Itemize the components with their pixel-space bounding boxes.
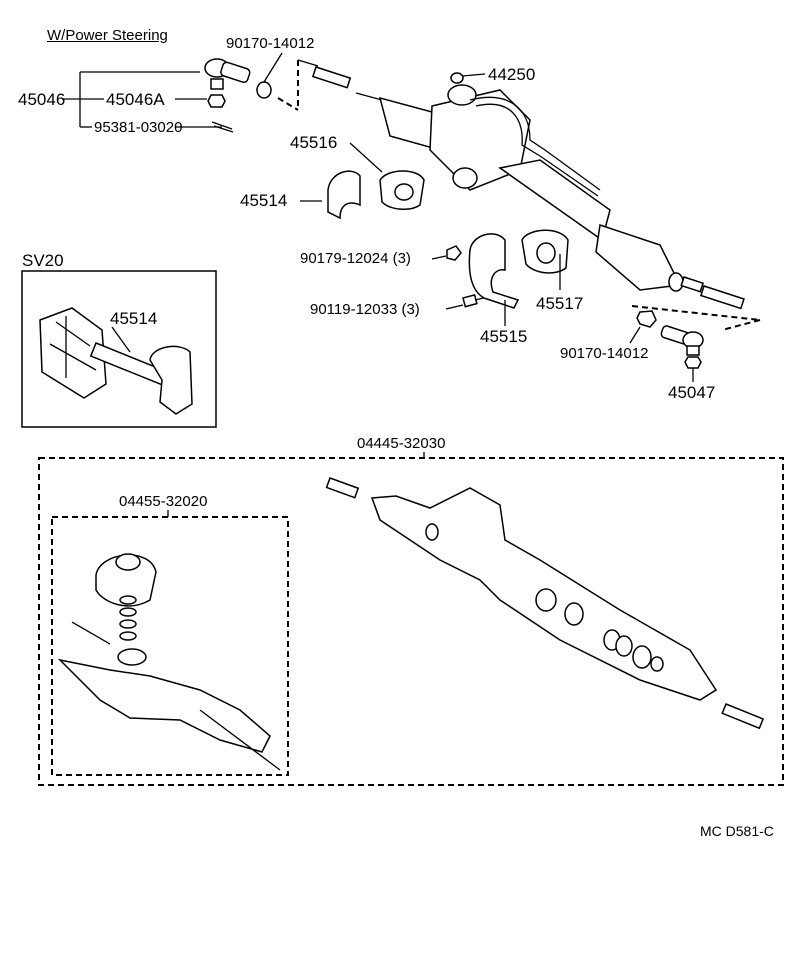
part-label-45517: 45517 bbox=[536, 294, 584, 313]
part-label-45046a: 45046A bbox=[106, 90, 165, 109]
part-label-45046: 45046 bbox=[18, 90, 66, 109]
power-steering-title: W/Power Steering bbox=[47, 27, 168, 44]
tie-rod-end-right bbox=[660, 325, 704, 382]
steering-rack-assembly bbox=[355, 72, 745, 310]
sv20-inset-frame bbox=[21, 270, 217, 428]
kit-label-04445: 04445-32030 bbox=[357, 435, 446, 452]
bracket-45514 bbox=[300, 170, 361, 220]
tie-rod-bracket bbox=[62, 71, 222, 128]
inset-title-sv20: SV20 bbox=[22, 251, 64, 270]
sv20-bracket-drawing bbox=[39, 307, 193, 415]
rack-end-right bbox=[629, 305, 761, 344]
part-label-45516: 45516 bbox=[290, 133, 338, 152]
rack-end-left bbox=[277, 59, 352, 111]
part-label-45047: 45047 bbox=[668, 383, 716, 402]
kit-main-rack-outline bbox=[325, 477, 765, 730]
part-label-45514: 45514 bbox=[240, 191, 288, 210]
part-label-90119: 90119-12033 (3) bbox=[310, 301, 420, 318]
tie-rod-end-left bbox=[204, 58, 251, 90]
bracket-45515 bbox=[468, 233, 520, 326]
kit-main-frame bbox=[38, 457, 784, 786]
part-label-95381: 95381-03020 bbox=[94, 119, 183, 136]
part-label-45515: 45515 bbox=[480, 327, 528, 346]
bolt-90119 bbox=[445, 293, 493, 310]
bolt-90179 bbox=[431, 245, 462, 261]
part-label-90179: 90179-12024 (3) bbox=[300, 250, 411, 267]
kit-label-04455: 04455-32020 bbox=[119, 493, 208, 510]
part-label-44250: 44250 bbox=[488, 65, 536, 84]
inset-part-label-45514: 45514 bbox=[110, 309, 158, 328]
lock-nut-left bbox=[256, 52, 283, 99]
grommet-45517 bbox=[521, 229, 569, 290]
cotter-pin bbox=[211, 121, 234, 133]
part-label-90170-bottom: 90170-14012 bbox=[560, 345, 649, 362]
kit-sub-outline bbox=[57, 553, 281, 771]
nut-45046a bbox=[207, 94, 226, 108]
diagram-code: MC D581-C bbox=[700, 823, 774, 839]
kit-sub-frame bbox=[51, 516, 289, 776]
grommet-45516 bbox=[349, 142, 425, 210]
part-label-90170-top: 90170-14012 bbox=[226, 35, 315, 52]
